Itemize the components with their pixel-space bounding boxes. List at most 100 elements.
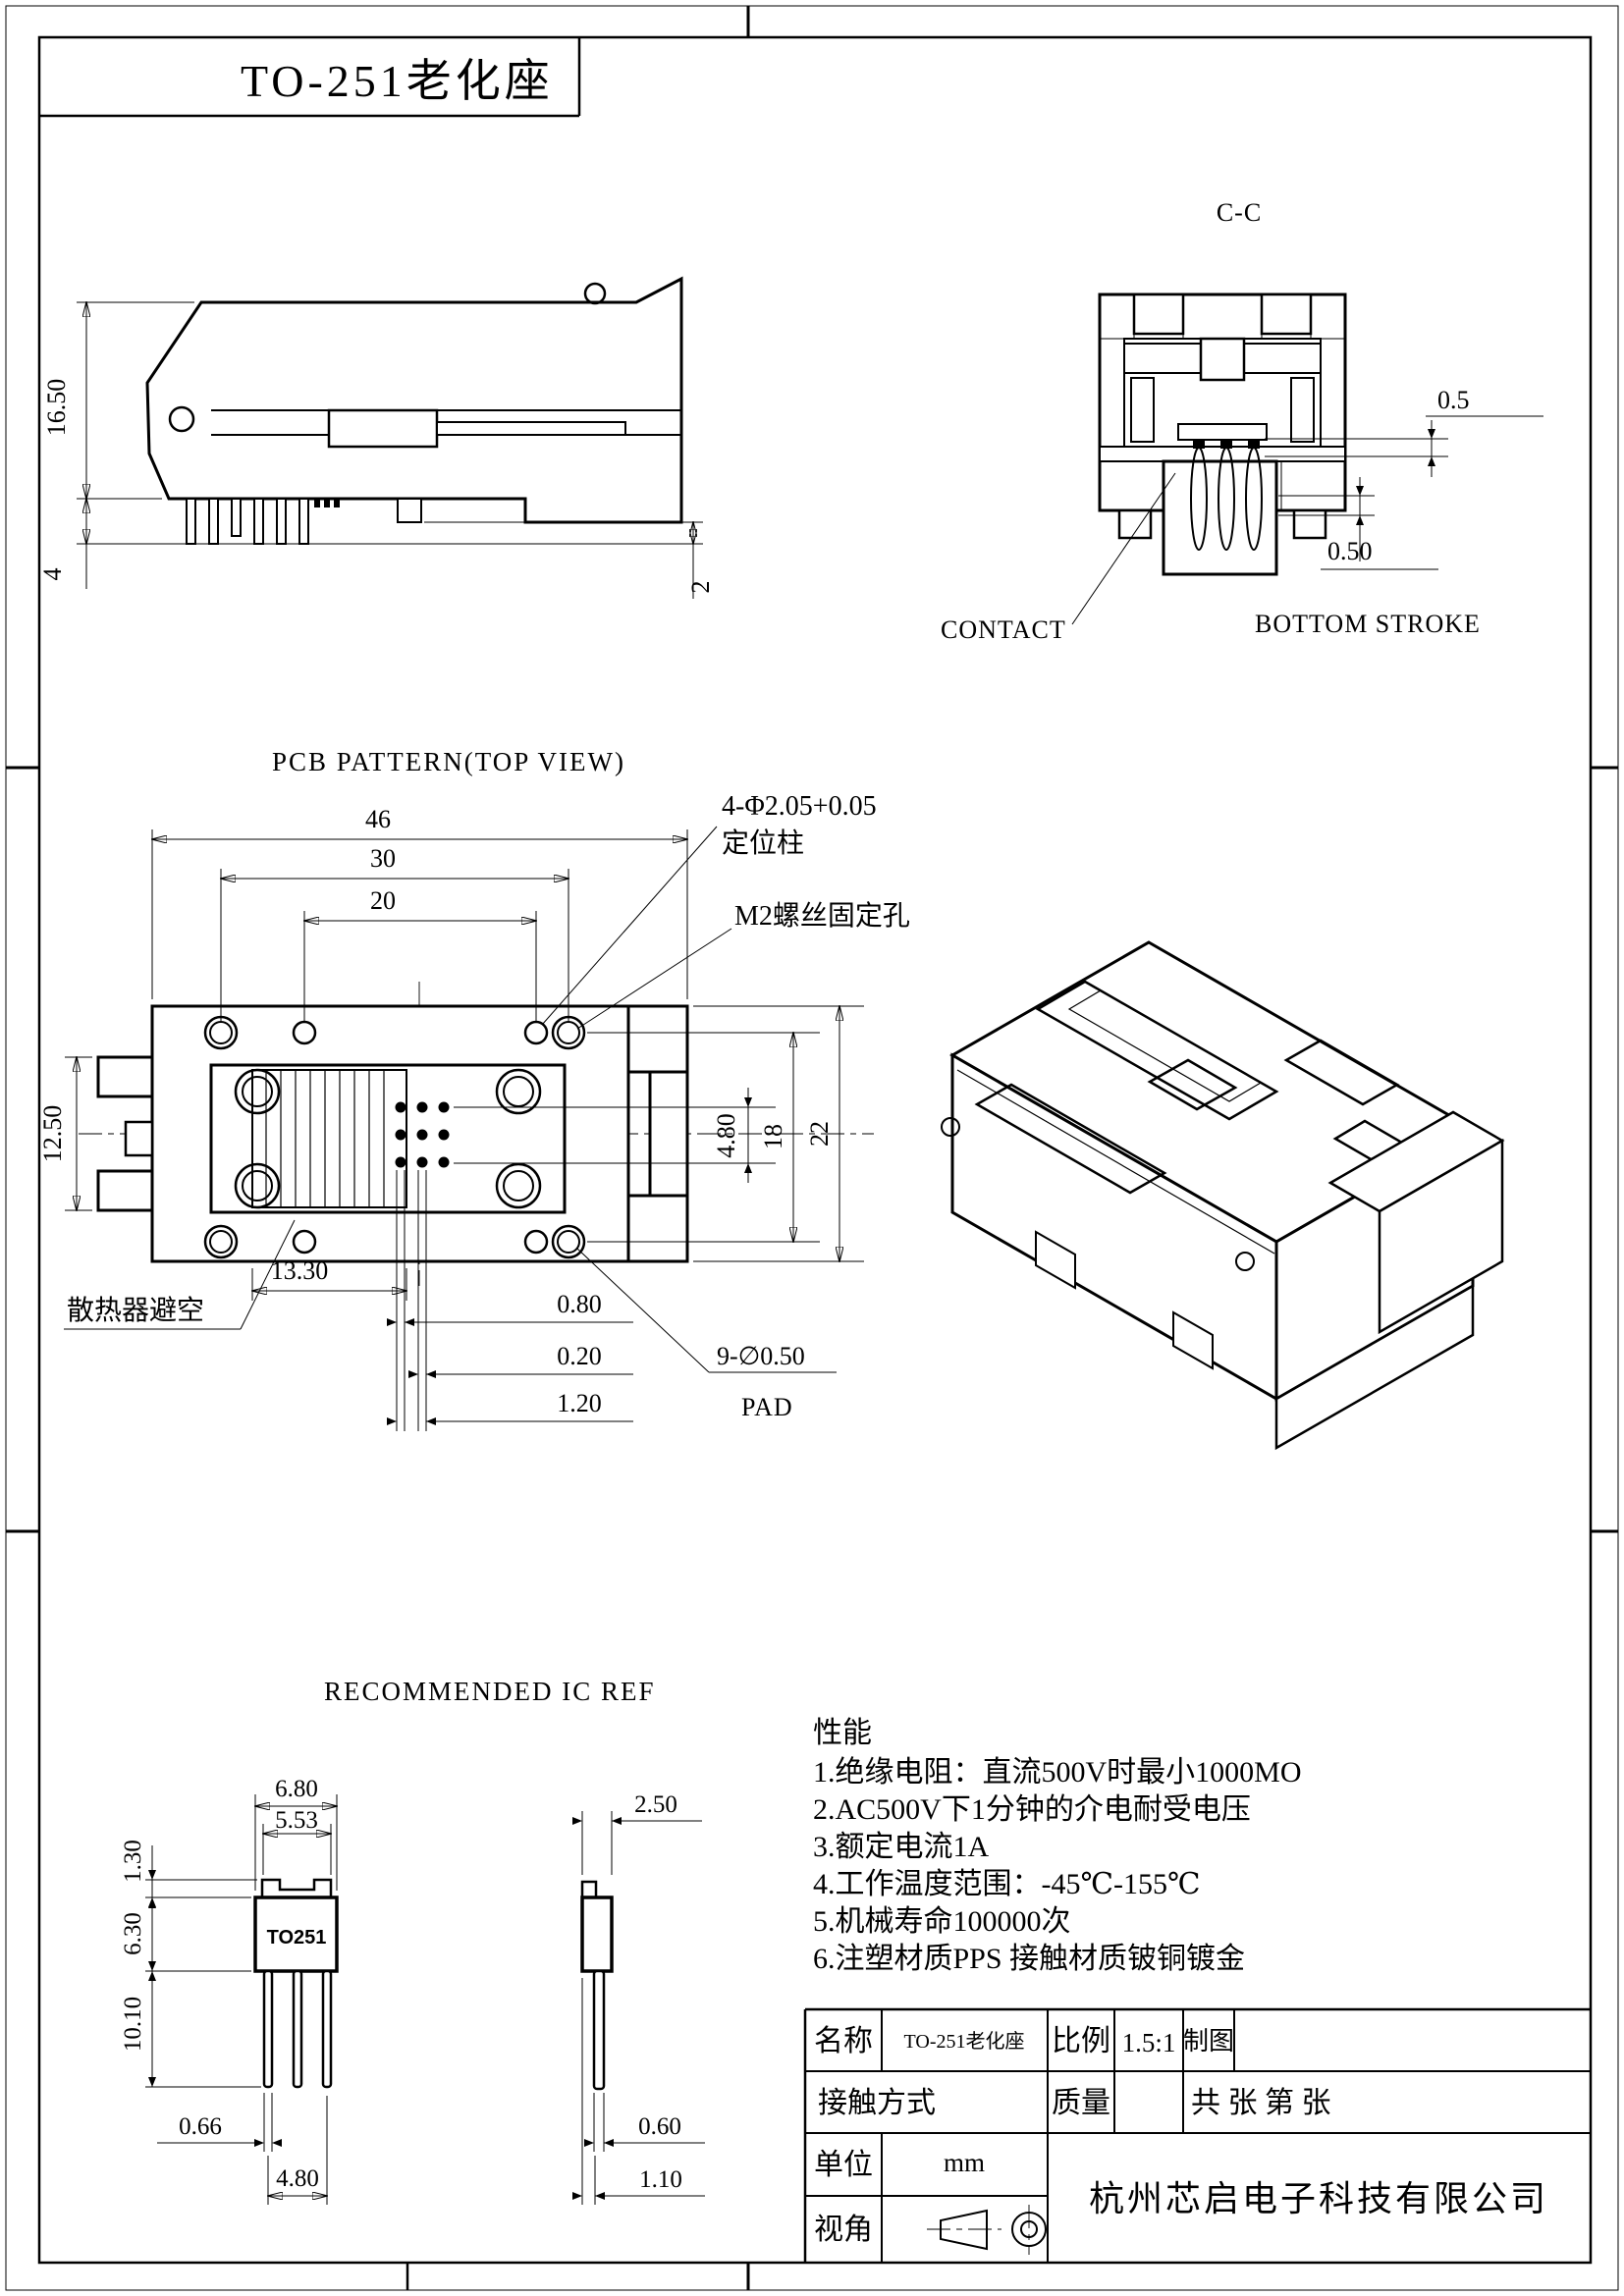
performance-item: 2.AC500V下1分钟的介电耐受电压 (813, 1793, 1251, 1826)
svg-text:2.50: 2.50 (634, 1791, 677, 1818)
svg-text:4.80: 4.80 (276, 2165, 319, 2192)
svg-text:定位柱: 定位柱 (722, 828, 804, 859)
ic-side-lead (592, 1969, 606, 2091)
dim-pcb-30: 30 (221, 844, 568, 1021)
heatsink-zone (251, 1069, 407, 1208)
svg-text:1.10: 1.10 (639, 2166, 682, 2193)
dim-ic-110: 1.10 (572, 1978, 705, 2205)
svg-text:4.80: 4.80 (712, 1113, 740, 1158)
sheet-count-label: 共 张 第 张 (1191, 2087, 1331, 2119)
view-angle-label: 视角 (814, 2214, 873, 2246)
dim-ic-060: 0.60 (584, 2093, 705, 2152)
svg-text:0.60: 0.60 (638, 2113, 681, 2140)
svg-text:M2螺丝固定孔: M2螺丝固定孔 (734, 900, 910, 932)
callout-positioning-posts: 4-Φ2.05+0.05 定位柱 (541, 791, 877, 1026)
svg-text:46: 46 (365, 805, 391, 833)
dim-ic-680: 6.80 (255, 1776, 337, 1891)
svg-text:0.80: 0.80 (557, 1290, 602, 1318)
weight-label: 质量 (1052, 2087, 1110, 2119)
dim-pcb-46: 46 (152, 805, 687, 999)
first-angle-projection-icon (927, 2205, 1047, 2255)
dim-bottom-stroke: 0.50 (1278, 477, 1438, 570)
svg-text:9-∅0.50: 9-∅0.50 (717, 1342, 805, 1370)
svg-text:散热器避空: 散热器避空 (67, 1295, 204, 1326)
dim-pcb-pad-offsets: 0.80 0.20 1.20 (387, 1170, 633, 1431)
svg-text:20: 20 (370, 886, 396, 915)
dim-top-stroke: 0.5 (1265, 386, 1543, 477)
svg-text:0.66: 0.66 (179, 2113, 222, 2140)
svg-text:6.80: 6.80 (275, 1776, 318, 1802)
contact-pins (1190, 439, 1263, 551)
svg-text:1.20: 1.20 (557, 1389, 602, 1417)
dim-pcb-1330: 13.30 (252, 1256, 406, 1301)
svg-text:1.30: 1.30 (120, 1840, 146, 1883)
dim-pcb-1250: 12.50 (38, 1057, 92, 1210)
side-view: 16.50 4 2 (38, 276, 715, 599)
dim-side-step: 2 (310, 522, 715, 599)
performance-notes: 性能 1.绝缘电阻：直流500V时最小1000MO 2.AC500V下1分钟的介… (813, 1717, 1302, 1975)
ic-ref-title: RECOMMENDED IC REF (324, 1677, 656, 1706)
dim-ic-066: 0.66 (157, 2093, 282, 2152)
callout-heatsink: 散热器避空 (64, 1219, 296, 1330)
svg-text:2: 2 (686, 581, 715, 594)
unit-value: mm (944, 2148, 985, 2177)
dim-ic-553: 5.53 (263, 1807, 331, 1875)
svg-text:0.20: 0.20 (557, 1342, 602, 1370)
positioning-post-holes (292, 1020, 549, 1255)
scale-label: 比例 (1052, 2025, 1110, 2057)
svg-text:13.30: 13.30 (271, 1256, 329, 1285)
title-block: 名称 TO-251老化座 比例 1.5:1 制图 接触方式 质量 共 张 第 张… (803, 2007, 1591, 2263)
ic-tab (260, 1878, 333, 1899)
svg-text:12.50: 12.50 (38, 1105, 67, 1163)
pcb-pattern-view: PCB PATTERN(TOP VIEW) (38, 747, 910, 1431)
m2-screw-holes (203, 1015, 586, 1259)
svg-text:16.50: 16.50 (42, 379, 71, 437)
solder-pads (395, 1101, 450, 1168)
performance-item: 3.额定电流1A (813, 1831, 989, 1863)
scale-value: 1.5:1 (1122, 2028, 1176, 2057)
svg-text:18: 18 (759, 1124, 787, 1149)
draft-label: 制图 (1183, 2027, 1234, 2056)
pcb-view-title: PCB PATTERN(TOP VIEW) (272, 747, 625, 776)
dim-side-pin: 4 (38, 499, 310, 589)
performance-item: 4.工作温度范围：-45℃-155℃ (813, 1868, 1201, 1900)
company-name: 杭州芯启电子科技有限公司 (1089, 2179, 1548, 2218)
name-label: 名称 (814, 2025, 873, 2057)
svg-text:4: 4 (38, 568, 67, 581)
svg-text:4-Φ2.05+0.05: 4-Φ2.05+0.05 (722, 791, 877, 822)
performance-title: 性能 (813, 1717, 872, 1749)
sheet-frame (5, 5, 1619, 2291)
dim-ic-480: 4.80 (268, 2096, 327, 2205)
callout-m2-screw: M2螺丝固定孔 (576, 900, 910, 1030)
contact-method-label: 接触方式 (818, 2087, 936, 2119)
ic-ref-view: RECOMMENDED IC REF TO251 6.80 5.53 (120, 1677, 705, 2205)
dim-pcb-22: 22 (693, 1006, 864, 1261)
dim-pcb-18: 18 (587, 1033, 820, 1242)
bottom-stroke-label: BOTTOM STROKE (1255, 610, 1481, 638)
dim-ic-left: 1.30 6.30 10.10 (120, 1840, 261, 2088)
pad-label: PAD (741, 1393, 793, 1421)
section-view: C-C (941, 198, 1543, 644)
ic-side-body (580, 1896, 614, 1973)
callout-pads: 9-∅0.50 PAD (576, 1248, 837, 1421)
dim-pcb-20: 20 (304, 886, 536, 1021)
svg-text:0.5: 0.5 (1437, 386, 1470, 414)
svg-text:22: 22 (805, 1121, 834, 1147)
performance-item: 6.注塑材质PPS 接触材质铍铜镀金 (813, 1943, 1245, 1975)
name-value: TO-251老化座 (904, 2030, 1025, 2053)
title-box: TO-251老化座 (39, 37, 581, 118)
unit-label: 单位 (814, 2149, 873, 2181)
section-title: C-C (1217, 198, 1262, 227)
dim-side-height: 16.50 (42, 302, 194, 499)
dim-ic-250: 2.50 (572, 1791, 702, 1875)
svg-text:30: 30 (370, 844, 396, 873)
ic-body (253, 1896, 339, 1973)
isometric-view (941, 940, 1505, 1451)
performance-item: 5.机械寿命100000次 (813, 1905, 1071, 1938)
ic-side-tab (580, 1880, 598, 1899)
ic-body-label: TO251 (267, 1927, 327, 1949)
contact-label: CONTACT (941, 615, 1066, 644)
svg-text:10.10: 10.10 (120, 1997, 146, 2052)
svg-text:0.50: 0.50 (1327, 537, 1373, 565)
